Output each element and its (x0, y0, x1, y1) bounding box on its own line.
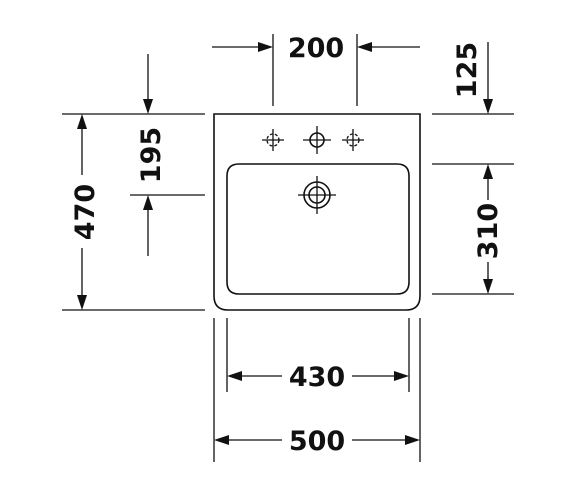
dim-text-310: 310 (473, 203, 504, 259)
dim-drain-depth: 195 (130, 54, 205, 256)
basin-bowl (226, 163, 410, 295)
dim-tap-spacing: 200 (212, 33, 420, 106)
dim-text-430: 430 (289, 362, 345, 393)
tap-hole-right-icon (342, 129, 364, 151)
dim-text-500: 500 (289, 426, 345, 457)
dim-overall-width: 500 (213, 318, 421, 462)
tap-hole-center-icon (303, 126, 331, 154)
dim-text-470: 470 (70, 184, 101, 240)
tap-hole-left-icon (262, 129, 284, 151)
drain-icon (298, 176, 336, 214)
dim-bowl-depth: 310 (432, 163, 514, 295)
dim-inner-width: 430 (226, 318, 410, 393)
dim-text-125: 125 (452, 42, 483, 98)
dim-text-200: 200 (288, 33, 344, 64)
dim-text-195: 195 (136, 127, 167, 183)
dim-top-offset: 125 (432, 42, 514, 115)
dim-overall-depth: 470 (62, 113, 205, 311)
basin-outline (213, 113, 421, 311)
